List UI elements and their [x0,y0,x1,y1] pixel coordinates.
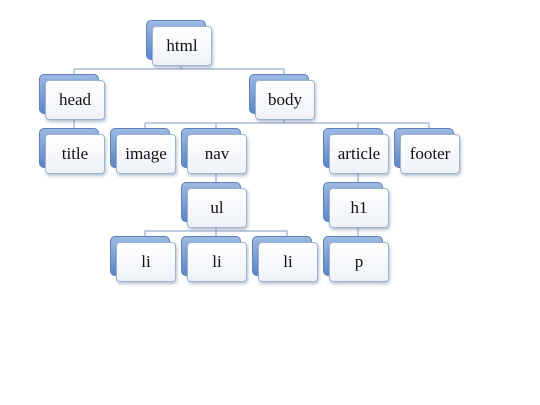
node-label: p [329,242,389,282]
node-li: li [110,236,176,282]
node-p: p [323,236,389,282]
node-label: nav [187,134,247,174]
node-label: body [255,80,315,120]
node-html: html [146,20,212,66]
node-footer: footer [394,128,460,174]
node-ul: ul [181,182,247,228]
node-li: li [181,236,247,282]
node-title: title [39,128,105,174]
node-label: li [116,242,176,282]
node-label: h1 [329,188,389,228]
node-li: li [252,236,318,282]
node-h1: h1 [323,182,389,228]
node-label: head [45,80,105,120]
node-label: html [152,26,212,66]
node-head: head [39,74,105,120]
node-label: footer [400,134,460,174]
node-label: title [45,134,105,174]
node-nav: nav [181,128,247,174]
node-label: li [187,242,247,282]
node-label: article [329,134,389,174]
node-label: ul [187,188,247,228]
node-label: li [258,242,318,282]
node-body: body [249,74,315,120]
node-article: article [323,128,389,174]
node-image: image [110,128,176,174]
node-label: image [116,134,176,174]
